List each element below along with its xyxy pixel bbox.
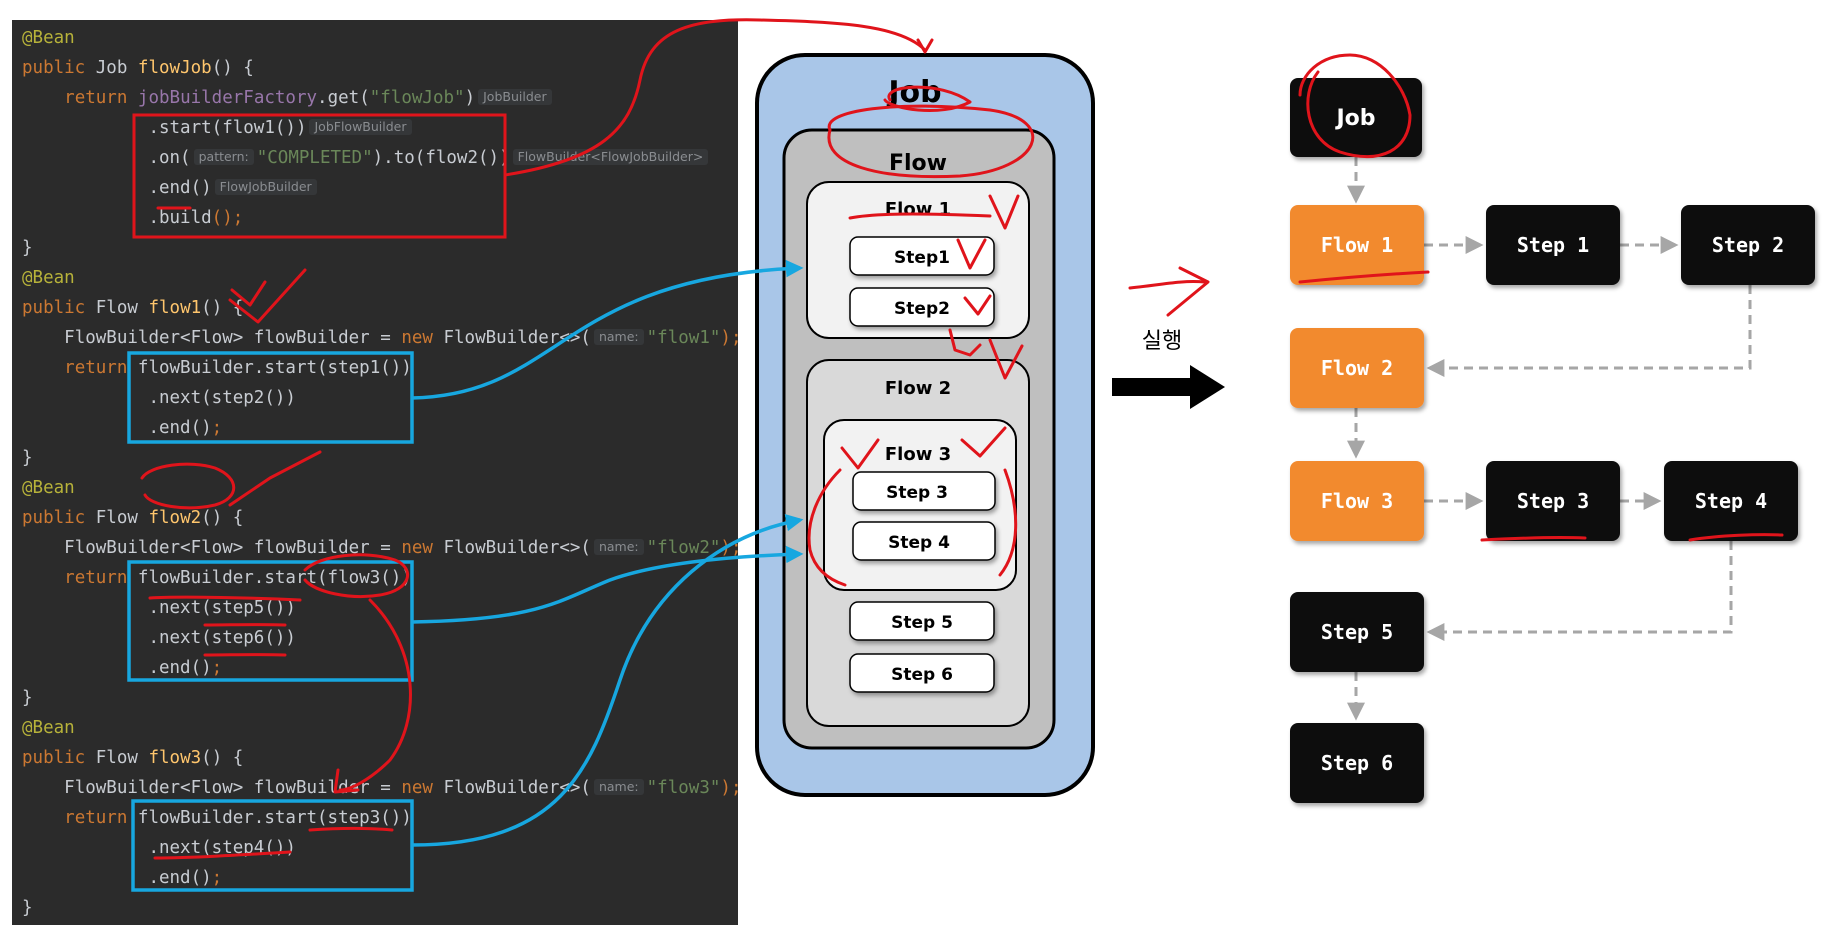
job-title: Job [886, 75, 941, 110]
flow-title: Flow [889, 151, 947, 176]
exec-job-label: Job [1334, 106, 1375, 131]
exec-step2-label: Step 2 [1712, 233, 1784, 257]
code-line: return flowBuilder.start(step1()) [64, 358, 412, 378]
exec-step4-node [1664, 461, 1798, 541]
code-line: } [22, 448, 33, 468]
param-hint: name: [593, 779, 644, 795]
exec-step3-node [1486, 461, 1620, 541]
code-line: return flowBuilder.start(step3()) [64, 808, 412, 828]
code-line: public Flow flow2() { [22, 508, 244, 528]
exec-step3-label: Step 3 [1517, 489, 1589, 513]
code-line: FlowBuilder<Flow> flowBuilder = new Flow… [64, 328, 742, 348]
code-line: FlowBuilder<Flow> flowBuilder = new Flow… [64, 538, 742, 558]
exec-step4-label: Step 4 [1695, 489, 1767, 513]
exec-step5-node [1290, 592, 1424, 672]
red-annotations [140, 18, 1784, 860]
code-line: @Bean [22, 268, 75, 288]
code-line: .next(step6()) [148, 628, 296, 648]
flow2-title: Flow 2 [885, 378, 951, 399]
flow3-title: Flow 3 [885, 444, 951, 465]
code-line: } [22, 688, 33, 708]
flow1-title: Flow 1 [885, 199, 951, 220]
exec-job-node [1290, 78, 1422, 157]
code-line: } [22, 898, 33, 918]
step4-label: Step 4 [888, 533, 950, 553]
type-hint: JobFlowBuilder [309, 119, 412, 135]
exec-step1-node [1486, 205, 1620, 285]
exec-step5-label: Step 5 [1321, 620, 1393, 644]
code-line: FlowBuilder<Flow> flowBuilder = new Flow… [64, 778, 742, 798]
exec-flow1-label: Flow 1 [1321, 233, 1393, 257]
step3-box [852, 471, 996, 511]
step3-label: Step 3 [886, 483, 948, 503]
type-hint: FlowJobBuilder [214, 179, 317, 195]
code-line: .end(); [148, 868, 223, 888]
step6-label: Step 6 [891, 665, 953, 685]
step1-box [849, 236, 995, 276]
code-line: return jobBuilderFactory.get("flowJob")J… [22, 88, 555, 108]
step1-label: Step1 [894, 248, 950, 268]
code-line: .next(step2()) [148, 388, 296, 408]
execute-arrow-icon [1112, 365, 1225, 409]
exec-step6-node [1290, 723, 1424, 803]
execute-label: 실행 [1142, 329, 1182, 354]
code-line: public Flow flow3() { [22, 748, 244, 768]
step5-label: Step 5 [891, 613, 953, 633]
code-line: public Job flowJob() { [22, 58, 254, 78]
exec-flow3-label: Flow 3 [1321, 489, 1393, 513]
param-hint: name: [593, 539, 644, 555]
code-line: .next(step5()) [148, 598, 296, 618]
blue-connectors [411, 259, 804, 847]
exec-step2-node [1681, 205, 1815, 285]
exec-flow2-node [1290, 328, 1424, 408]
code-line: .start(flow1())JobFlowBuilder [22, 118, 415, 138]
step6-box [849, 653, 995, 693]
exec-step1-label: Step 1 [1517, 233, 1589, 257]
code-line: .end(); [148, 658, 223, 678]
step2-box [849, 287, 995, 327]
exec-flow3-node [1290, 461, 1424, 541]
code-line: .end(); [148, 418, 223, 438]
step2-label: Step2 [894, 299, 950, 319]
highlight-box-flow1 [127, 351, 414, 444]
code-line: @Bean [22, 478, 75, 498]
highlight-box-flowjob [132, 113, 507, 239]
highlight-box-flow3 [131, 799, 414, 892]
exec-flow2-label: Flow 2 [1321, 356, 1393, 380]
highlight-box-flow2 [127, 560, 414, 682]
code-line: } [22, 238, 33, 258]
type-hint: JobBuilder [478, 89, 552, 105]
code-editor-panel: @Bean public Job flowJob() { return jobB… [12, 20, 742, 925]
code-line: return flowBuilder.start(flow3()) [64, 568, 412, 588]
code-line: @Bean [22, 718, 75, 738]
exec-flow1-node [1290, 205, 1424, 285]
param-hint: pattern: [193, 149, 254, 165]
execution-connectors [1347, 157, 1752, 721]
step5-box [849, 601, 995, 641]
code-line: @Bean [22, 28, 75, 48]
code-line: public Flow flow1() { [22, 298, 244, 318]
step4-box [852, 521, 996, 561]
code-line: .end()FlowJobBuilder [22, 178, 320, 198]
code-line: .build(); [148, 208, 244, 228]
param-hint: name: [593, 329, 644, 345]
exec-step6-label: Step 6 [1321, 751, 1393, 775]
